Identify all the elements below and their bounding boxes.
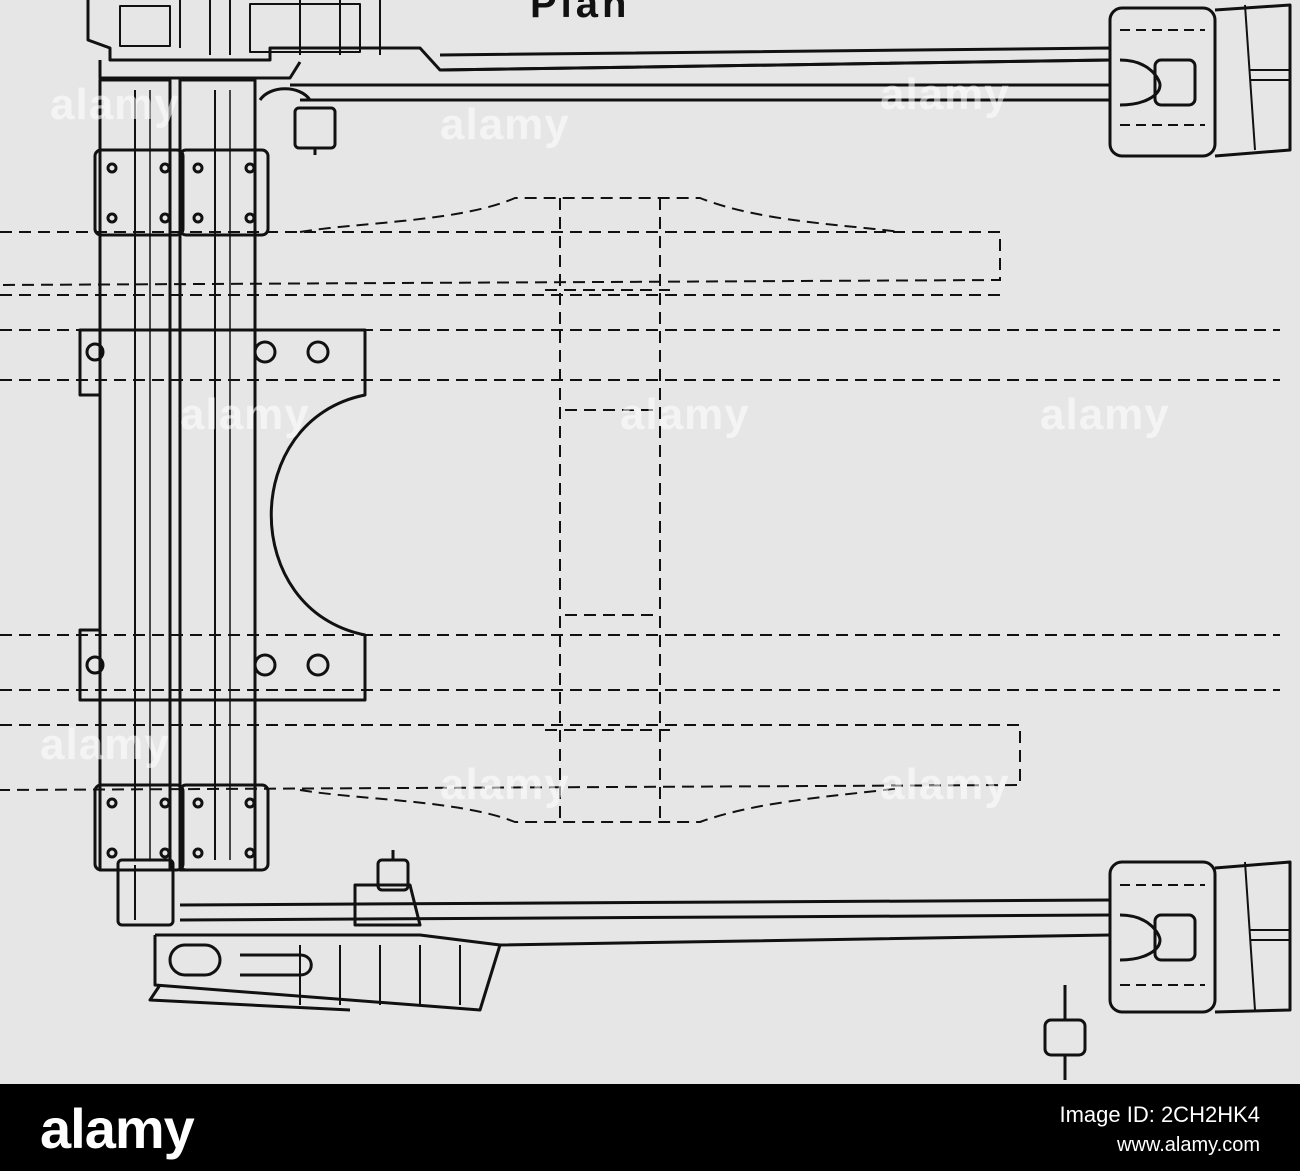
top-clamp-blocks [93, 148, 270, 237]
watermark-text: alamy [40, 720, 170, 769]
bottom-right-brake-head [1108, 860, 1292, 1014]
bottom-left-block [116, 858, 175, 927]
bottom-clamp-blocks [93, 783, 270, 872]
top-right-brake-head [1108, 3, 1292, 158]
top-bolt-nut [293, 106, 337, 155]
site-url-link[interactable]: www.alamy.com [1117, 1134, 1260, 1156]
watermark-text: alamy [50, 80, 180, 129]
brake-rigging-plan-drawing [0, 0, 1292, 1080]
small-fitting [1043, 985, 1087, 1080]
watermark-text: alamy [440, 760, 570, 809]
bottom-brake-beam [148, 883, 1111, 1012]
watermark-text: alamy [440, 100, 570, 149]
technical-drawing: Plan [0, 0, 1300, 1084]
wheelset-dashed-outline [0, 197, 1280, 823]
watermark-text: alamy [880, 70, 1010, 119]
footer-bar: alamy Image ID: 2CH2HK4 www.alamy.com [0, 1084, 1300, 1171]
alamy-logo[interactable]: alamy [40, 1097, 195, 1160]
watermark-text: alamy [880, 760, 1010, 809]
bottom-bolt-nut [376, 850, 410, 892]
figure-caption: Plan [530, 0, 631, 26]
watermark-text: alamy [1040, 390, 1170, 439]
bracket-plate [78, 328, 367, 702]
image-id-label: Image ID: 2CH2HK4 [1059, 1102, 1260, 1127]
watermark-text: alamy [180, 390, 310, 439]
watermark-text: alamy [620, 390, 750, 439]
top-brake-beam [86, 0, 1112, 102]
